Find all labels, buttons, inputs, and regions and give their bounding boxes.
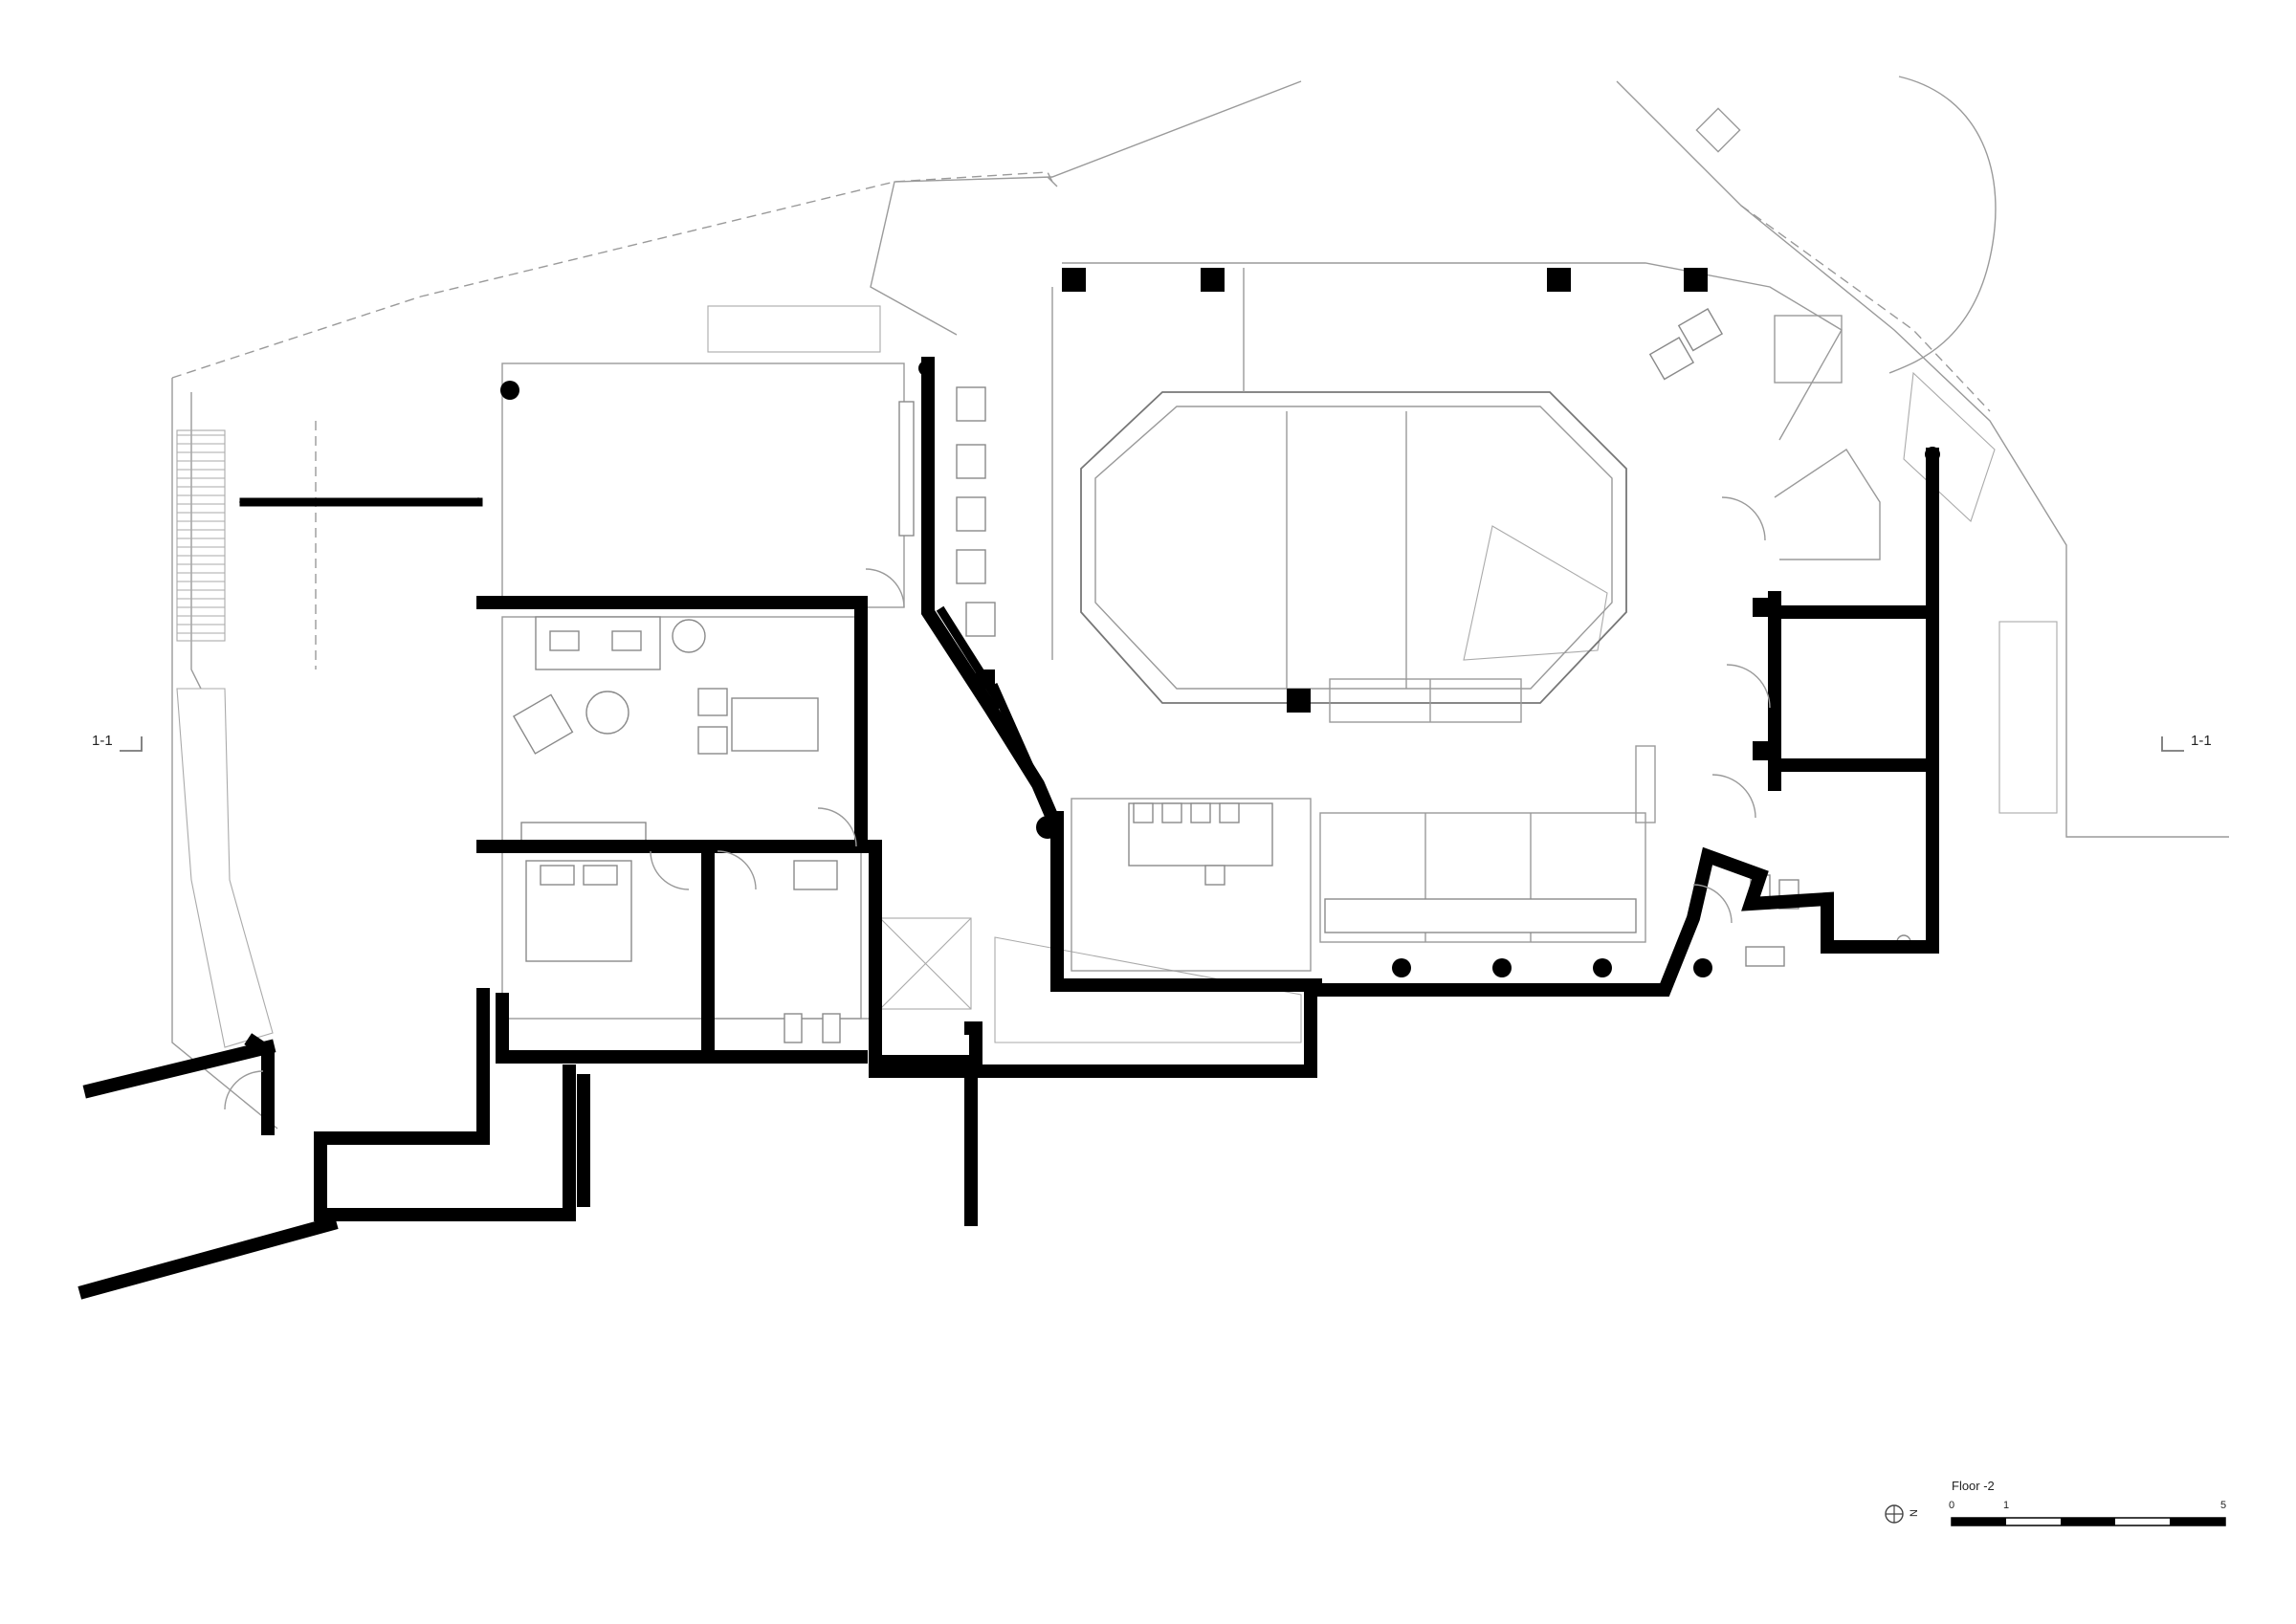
scale-tick-1: 1 [2003,1500,2010,1511]
stairs [176,305,2058,1048]
scale-bar [1951,1517,2226,1526]
scale-tick-0: 0 [1949,1500,1955,1511]
section-mark-left: 1-1 [92,733,113,749]
section-lines [120,736,2184,752]
scale-tick-5: 5 [2220,1500,2227,1511]
north-label: N [1908,1509,1920,1517]
structural-walls [77,357,1939,1300]
doors [224,496,1771,1110]
columns [500,268,1940,977]
floor-title: Floor -2 [1952,1479,1995,1493]
section-mark-right: 1-1 [2191,733,2212,749]
furniture [512,308,1911,1043]
north-arrow [1885,1504,1904,1524]
